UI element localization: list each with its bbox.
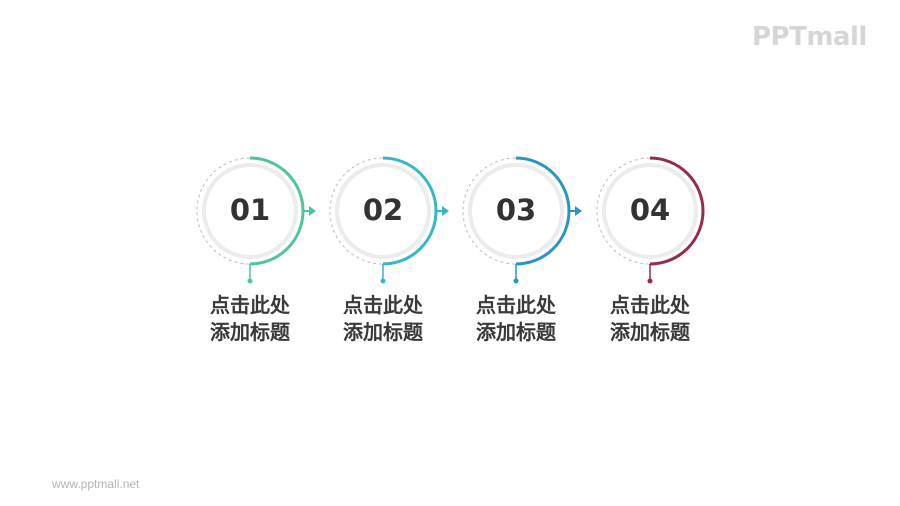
step-03-ring-icon [462,156,582,284]
step-title-line2: 添加标题 [343,320,423,344]
step-number: 02 [362,193,404,227]
step-title-line1: 点击此处 [210,293,290,317]
step-title-line1: 点击此处 [610,293,690,317]
step-title-line1: 点击此处 [476,293,556,317]
step-title[interactable]: 点击此处 添加标题 [323,292,443,346]
step-title[interactable]: 点击此处 添加标题 [190,292,310,346]
step-title[interactable]: 点击此处 添加标题 [456,292,576,346]
step-title-line1: 点击此处 [343,293,423,317]
step-number: 01 [229,193,271,227]
step-04: 04 点击此处 添加标题 [590,150,720,350]
step-03: 03 点击此处 添加标题 [456,150,586,350]
footer-url: www.pptmall.net [52,477,140,491]
step-title-line2: 添加标题 [210,320,290,344]
step-02: 02 点击此处 添加标题 [323,150,453,350]
pptmall-logo: PPTmall [752,22,867,52]
step-01: 01 点击此处 添加标题 [190,150,320,350]
step-title-line2: 添加标题 [610,320,690,344]
step-title-line2: 添加标题 [476,320,556,344]
step-02-ring-icon [329,156,449,284]
step-title[interactable]: 点击此处 添加标题 [590,292,710,346]
step-number: 04 [629,193,671,227]
step-01-ring-icon [196,156,316,284]
step-04-ring-icon [596,156,705,284]
step-number: 03 [495,193,537,227]
